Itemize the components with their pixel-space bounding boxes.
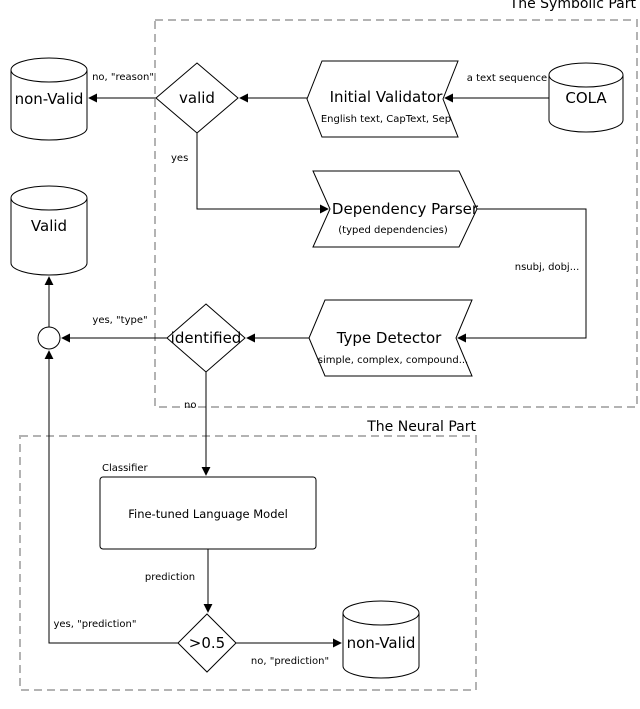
classifier-label: Classifier [102, 463, 149, 474]
junction-circle [37, 326, 61, 350]
dependency-parser-subtitle: (typed dependencies) [338, 225, 448, 236]
initial-validator-subtitle: English text, CapText, Sep [321, 114, 451, 125]
valid-decision-label: valid [179, 89, 215, 107]
language-model-node: Fine-tuned Language Model [99, 476, 317, 550]
initial-validator-title: Initial Validator [330, 88, 444, 106]
language-model-label: Fine-tuned Language Model [128, 507, 288, 521]
identified-decision-label: identified [171, 329, 242, 347]
neural-region-title: The Neural Part [366, 419, 476, 435]
dependency-parser-title: Dependency Parser [332, 200, 479, 218]
edge-label-prediction: prediction [145, 572, 195, 583]
dependency-parser-node: Dependency Parser (typed dependencies) [312, 170, 479, 248]
edge-label-text-sequence: a text sequence [467, 73, 547, 84]
non-valid-top-label: non-Valid [15, 90, 84, 108]
edge-valid-yes [196, 133, 329, 214]
threshold-decision: >0.5 [177, 613, 237, 673]
neural-region [19, 435, 477, 691]
valid-output-label: Valid [31, 217, 67, 235]
symbolic-region-title: The Symbolic Part [509, 0, 637, 12]
type-detector-subtitle: simple, complex, compound... [318, 355, 468, 366]
cola-label: COLA [565, 89, 607, 107]
edge-threshold-yes [44, 350, 178, 644]
edge-label-identified-yes: yes, "type" [92, 315, 147, 326]
threshold-decision-label: >0.5 [189, 634, 225, 652]
edge-label-nsubj: nsubj, dobj... [515, 262, 580, 273]
non-valid-top-database: non-Valid [10, 57, 88, 141]
valid-decision: valid [155, 62, 239, 134]
identified-decision: identified [166, 303, 246, 373]
edge-label-identified-no: no [184, 400, 196, 411]
edge-parser-to-detector [457, 208, 587, 343]
non-valid-bottom-database: non-Valid [342, 600, 420, 679]
edge-label-threshold-yes: yes, "prediction" [53, 619, 136, 630]
symbolic-region [154, 19, 638, 408]
edge-label-valid-yes: yes [171, 153, 188, 164]
edge-label-valid-no: no, "reason" [92, 72, 154, 83]
edge-label-threshold-no: no, "prediction" [251, 656, 329, 667]
initial-validator-node: Initial Validator English text, CapText,… [306, 60, 459, 138]
valid-output-database: Valid [10, 185, 88, 276]
type-detector-node: Type Detector simple, complex, compound.… [308, 299, 473, 377]
non-valid-bottom-label: non-Valid [347, 634, 416, 652]
cola-database: COLA [548, 62, 624, 133]
type-detector-title: Type Detector [336, 329, 442, 347]
